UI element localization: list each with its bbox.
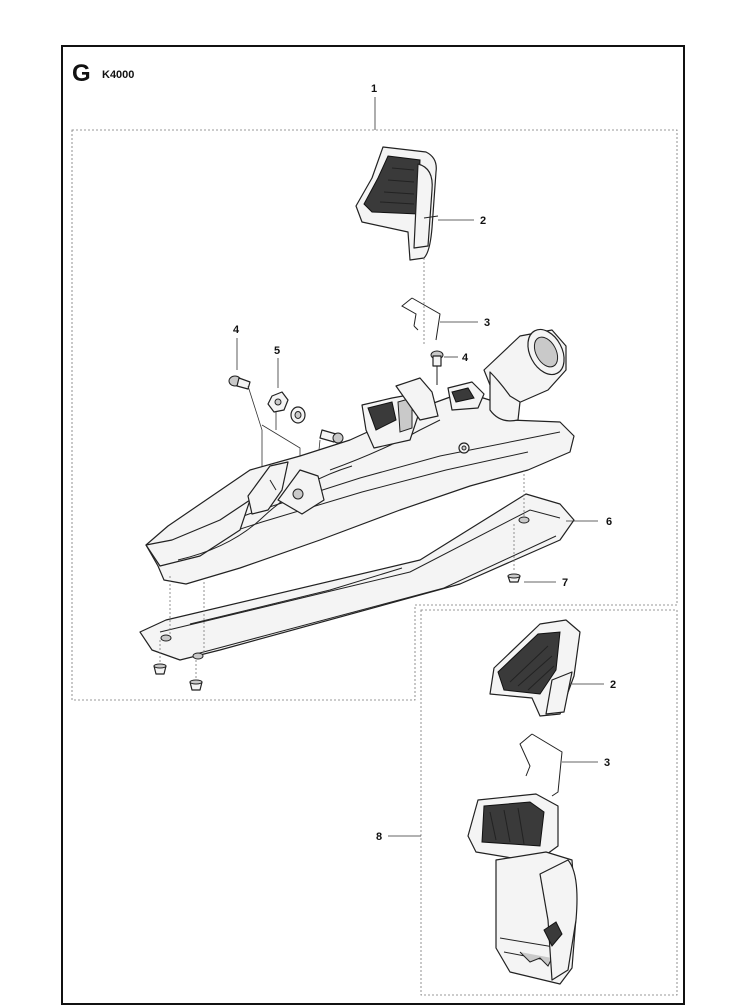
- callout-5: 5: [274, 345, 280, 357]
- callout-7: 7: [562, 577, 568, 589]
- part-2-guard-bottom: [489, 619, 581, 717]
- callout-2-top: 2: [480, 215, 486, 227]
- part-8-bracket: [467, 793, 578, 985]
- callout-8: 8: [376, 831, 382, 843]
- part-7-screw-left-a: [153, 663, 167, 675]
- assembly-1-boundary: [71, 129, 678, 701]
- callout-3-top: 3: [484, 317, 490, 329]
- part-6-base-plate: [139, 493, 575, 661]
- part-5-nut: [267, 391, 289, 413]
- part-3-clip-top: [401, 297, 441, 341]
- part-7-screw-left-b: [189, 679, 203, 691]
- part-2-guard-top: [355, 146, 439, 261]
- model-label: K4000: [102, 69, 134, 81]
- assembly-8-boundary: [420, 609, 678, 996]
- part-4-screw-left: [228, 375, 251, 390]
- part-7-screw-right: [507, 573, 521, 583]
- part-3-clip-bottom: [519, 733, 563, 797]
- callout-2-bottom: 2: [610, 679, 616, 691]
- page-frame: [61, 45, 685, 1005]
- part-4-bolt-mid: [319, 429, 344, 444]
- part-5-washer: [290, 406, 306, 424]
- section-letter: G: [72, 60, 91, 87]
- main-housing: [145, 377, 575, 585]
- part-4-screw-right: [430, 350, 444, 385]
- callout-4-left: 4: [233, 324, 240, 336]
- callout-6: 6: [606, 516, 612, 528]
- callout-1: 1: [371, 83, 377, 95]
- callout-4-right: 4: [462, 352, 469, 364]
- outlet-nozzle: [483, 328, 567, 422]
- callout-3-bottom: 3: [604, 757, 610, 769]
